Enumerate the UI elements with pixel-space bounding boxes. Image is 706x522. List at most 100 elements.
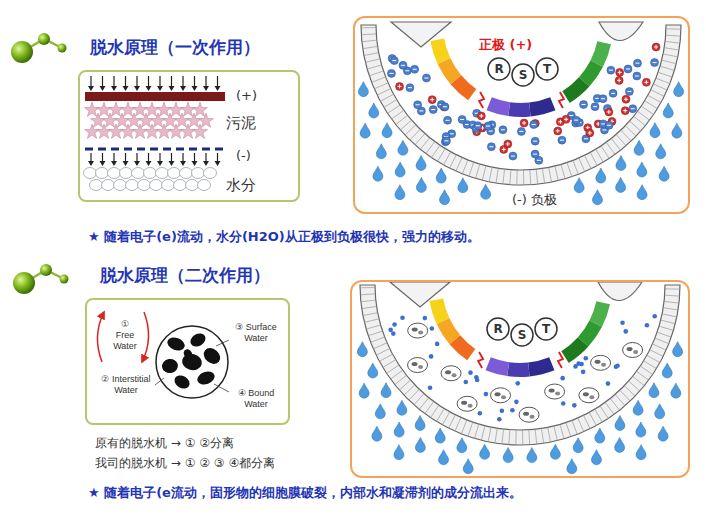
drawing-part bbox=[358, 82, 368, 97]
drawing-part bbox=[489, 146, 493, 147]
drawing-part bbox=[443, 106, 447, 107]
drawing-part bbox=[134, 161, 140, 166]
drawing-part bbox=[595, 98, 599, 99]
drawing-part bbox=[633, 400, 643, 415]
drawing-part bbox=[653, 84, 667, 90]
drawing-part bbox=[652, 43, 660, 51]
water-drops bbox=[357, 342, 682, 474]
drawing-part bbox=[515, 430, 516, 445]
drawing-part bbox=[192, 102, 207, 116]
drawing-part bbox=[623, 343, 643, 358]
drawing-part bbox=[533, 154, 537, 155]
drawing-part bbox=[203, 86, 209, 91]
drawing-part bbox=[399, 61, 407, 69]
drawing-part bbox=[368, 363, 378, 378]
drawing-part bbox=[159, 76, 160, 87]
drawing-part bbox=[549, 167, 552, 182]
drawing-part bbox=[475, 378, 480, 383]
drawing-part bbox=[440, 103, 448, 111]
force-arrows bbox=[88, 76, 221, 91]
drawing-part bbox=[138, 180, 151, 191]
drawing-part bbox=[647, 355, 660, 362]
drawing-part bbox=[180, 161, 186, 166]
drawing-part bbox=[123, 86, 129, 91]
drawing-part bbox=[499, 126, 507, 134]
drawing-part bbox=[368, 331, 382, 336]
phase-circle: S bbox=[510, 323, 534, 347]
drawing-part bbox=[664, 301, 679, 303]
drawing-part bbox=[482, 166, 486, 181]
drawing-part bbox=[584, 138, 588, 139]
drawing-part bbox=[671, 383, 681, 398]
drawing-part bbox=[507, 362, 529, 377]
drawing-part bbox=[633, 350, 638, 354]
drawing-part bbox=[511, 156, 515, 157]
drawing-part bbox=[182, 153, 183, 162]
drawing-part bbox=[652, 344, 666, 350]
drawing-part bbox=[172, 373, 192, 391]
drawing-part bbox=[558, 136, 566, 144]
drawing-part bbox=[462, 160, 467, 174]
drawing-part bbox=[554, 426, 558, 441]
drawing-part bbox=[372, 77, 386, 82]
drawing-part bbox=[391, 370, 403, 379]
drawing-part bbox=[442, 412, 449, 425]
drawing-part bbox=[561, 401, 566, 406]
drawing-part bbox=[556, 129, 560, 133]
drawing-part bbox=[663, 103, 673, 118]
drawing-part bbox=[398, 140, 408, 155]
drawing-part bbox=[113, 76, 114, 87]
drawing-part bbox=[463, 459, 473, 474]
drawing-part bbox=[444, 140, 448, 141]
drawing-part bbox=[161, 358, 179, 375]
drawing-part bbox=[399, 380, 410, 390]
drawing-part bbox=[13, 272, 35, 294]
drawing-part bbox=[400, 315, 405, 320]
drawing-part bbox=[460, 119, 464, 120]
drawing-part bbox=[409, 389, 419, 400]
drawing-part bbox=[387, 365, 400, 373]
drawing-part bbox=[664, 48, 679, 50]
drawing-part bbox=[620, 321, 625, 326]
drawing-part bbox=[455, 417, 461, 431]
drawing-part bbox=[435, 342, 440, 347]
flow-arrows bbox=[97, 312, 148, 362]
drawing-part bbox=[541, 428, 543, 443]
drawing-part bbox=[607, 66, 615, 74]
drawing-part bbox=[169, 86, 175, 91]
drawing-part bbox=[408, 358, 428, 373]
drawing-part bbox=[404, 385, 415, 395]
drawing-part bbox=[384, 100, 397, 108]
drawing-part bbox=[388, 328, 393, 333]
drawing-part bbox=[465, 124, 469, 125]
drawing-part bbox=[369, 71, 383, 76]
floc-particle bbox=[156, 326, 228, 398]
drawing-part bbox=[412, 362, 418, 366]
drawing-part bbox=[429, 354, 434, 359]
drawing-part bbox=[488, 427, 491, 442]
drawing-part bbox=[435, 428, 445, 443]
drawing-part bbox=[156, 124, 171, 138]
drawing-part bbox=[503, 448, 513, 463]
drawing-part bbox=[573, 438, 583, 453]
drawing-part bbox=[606, 381, 611, 386]
drawing-part bbox=[366, 325, 380, 329]
drawing-part bbox=[423, 316, 428, 321]
drawing-part bbox=[627, 347, 633, 351]
drawing-part bbox=[589, 412, 596, 425]
drawing-part bbox=[134, 86, 140, 91]
drawing-part bbox=[108, 168, 121, 179]
drawing-part bbox=[457, 396, 477, 411]
drawing-part bbox=[595, 409, 603, 422]
charged-particles bbox=[387, 43, 660, 164]
drawing-part bbox=[132, 124, 147, 138]
polarity-label: (+) bbox=[236, 88, 257, 104]
drawing-part bbox=[376, 349, 389, 356]
drawing-part bbox=[132, 102, 147, 116]
drawing-part bbox=[401, 65, 405, 66]
drawing-part bbox=[114, 113, 129, 127]
drawing-part bbox=[609, 70, 613, 71]
water-pattern bbox=[84, 168, 217, 191]
drawing-part bbox=[192, 124, 207, 138]
drawing-part bbox=[125, 76, 126, 87]
